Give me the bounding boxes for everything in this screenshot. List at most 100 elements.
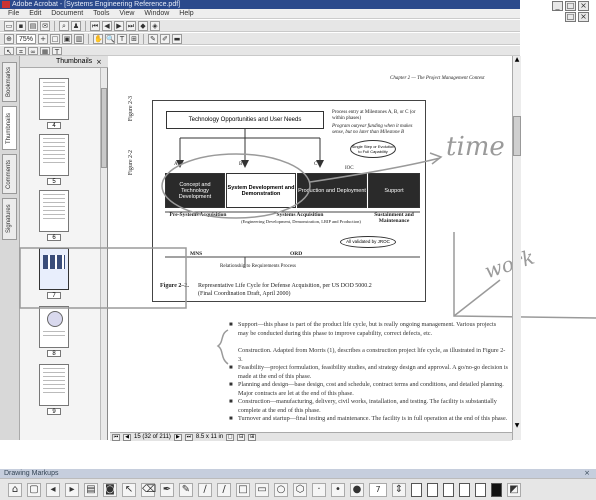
ellipse-icon[interactable]: ○	[274, 482, 288, 497]
select-icon[interactable]: ↖	[4, 46, 14, 55]
tab-comments[interactable]: Comments	[2, 154, 17, 194]
tab-bookmarks[interactable]: Bookmarks	[2, 62, 17, 102]
line-icon[interactable]: /	[217, 482, 231, 497]
square-icon[interactable]: ▭	[255, 482, 269, 497]
pen-icon[interactable]: ✒	[160, 482, 174, 497]
req-mns: MNS	[190, 251, 203, 257]
scroll-up-icon[interactable]: ▲	[514, 56, 520, 63]
menu-file[interactable]: File	[8, 10, 20, 17]
color-swatch-white-3[interactable]	[443, 482, 454, 497]
first-page-icon[interactable]: ⏮	[90, 20, 100, 31]
rectangle-icon[interactable]: □	[236, 482, 250, 497]
camera-icon[interactable]: ⌂	[8, 482, 22, 497]
width-stepper-icon[interactable]: ⇕	[392, 482, 406, 497]
text-touchup-icon[interactable]: T	[52, 46, 62, 55]
email-icon[interactable]: ✉	[40, 20, 50, 31]
search-icon[interactable]: ⌕	[59, 20, 69, 31]
eraser-icon[interactable]: ⌫	[141, 482, 157, 497]
tab-signatures[interactable]: Signatures	[2, 198, 17, 240]
tab-thumbnails[interactable]: Thumbnails	[2, 106, 17, 150]
color-swatch-white-2[interactable]	[427, 482, 438, 497]
print-icon[interactable]: ▤	[84, 482, 98, 497]
thumbnails-scrollbar[interactable]	[100, 68, 107, 440]
first-page-icon[interactable]: ⏮	[112, 433, 120, 441]
fit-width-icon[interactable]: ▥	[74, 33, 85, 44]
previous-page-icon[interactable]: ◀	[123, 433, 131, 441]
menu-window[interactable]: Window	[144, 10, 170, 17]
restore-button[interactable]: □	[565, 1, 576, 11]
pencil-icon[interactable]: ✎	[179, 482, 193, 497]
crop-icon[interactable]: ⌗	[16, 46, 26, 55]
last-page-icon[interactable]: ⏭	[126, 20, 136, 31]
thumbnails-scroll-thumb[interactable]	[101, 88, 107, 168]
go-forward-icon[interactable]: ◈	[150, 20, 160, 31]
hand-tool-icon[interactable]: ✋	[93, 33, 104, 44]
continuous-page-icon[interactable]: ⊟	[237, 433, 246, 441]
page-thumbnail[interactable]	[39, 306, 69, 348]
previous-page-icon[interactable]: ◀	[102, 20, 112, 31]
ioc-label: IOC	[345, 166, 354, 171]
link-icon[interactable]: ∞	[28, 46, 38, 55]
shape-icon[interactable]: ⬡	[293, 482, 307, 497]
find-icon[interactable]: ♟	[71, 20, 81, 31]
go-back-icon[interactable]: ◆	[138, 20, 148, 31]
zoom-in-icon[interactable]: +	[38, 33, 49, 44]
close-button[interactable]: ×	[578, 1, 589, 11]
new-page-icon[interactable]: ▢	[27, 482, 41, 497]
pencil-tool-icon[interactable]: ✐	[160, 33, 171, 44]
save-icon[interactable]: ▪	[16, 20, 26, 31]
dot-medium-icon[interactable]: •	[331, 482, 345, 497]
highlight-tool-icon[interactable]: ▬	[172, 33, 183, 44]
next-page-icon[interactable]: ▶	[173, 433, 182, 441]
bullet-text: Support—this phase is part of the produc…	[238, 321, 497, 337]
minimize-button[interactable]: _	[552, 1, 563, 11]
forward-arrow-icon[interactable]: ▸	[65, 482, 79, 497]
zoom-level-field[interactable]: 75%	[16, 33, 37, 44]
doc-close-button[interactable]: ×	[578, 12, 589, 22]
menu-help[interactable]: Help	[179, 10, 194, 17]
single-page-icon[interactable]: □	[226, 433, 235, 441]
page-thumbnail[interactable]	[39, 134, 69, 176]
form-icon[interactable]: ▦	[40, 46, 50, 55]
dot-large-icon[interactable]: ●	[350, 482, 364, 497]
pointer-icon[interactable]: ↖	[122, 482, 136, 497]
graphics-select-icon[interactable]: ⊞	[129, 33, 140, 44]
zoom-icon[interactable]: ⊕	[4, 33, 14, 44]
menu-document[interactable]: Document	[51, 10, 84, 17]
menu-tools[interactable]: Tools	[93, 10, 110, 17]
color-swatch-white-5[interactable]	[475, 482, 486, 497]
line-width-field[interactable]: 7	[369, 482, 387, 497]
facing-pages-icon[interactable]: ⊞	[248, 433, 257, 441]
select-text-icon[interactable]: T	[117, 33, 128, 44]
color-swatch-white[interactable]	[411, 482, 422, 497]
brush-icon[interactable]: ∕	[198, 482, 212, 497]
zoom-tool-icon[interactable]: 🔍	[105, 33, 116, 44]
page-indicator[interactable]: 15 (32 of 211)	[134, 433, 171, 440]
menu-view[interactable]: View	[119, 10, 135, 17]
page-thumbnail[interactable]	[39, 78, 69, 120]
last-page-icon[interactable]: ⏭	[184, 433, 193, 441]
doc-restore-button[interactable]: □	[565, 12, 576, 22]
page-thumbnail[interactable]	[39, 190, 69, 232]
panel-close-icon[interactable]: ×	[96, 58, 102, 66]
fit-page-icon[interactable]: ▣	[62, 33, 73, 44]
actual-size-icon[interactable]: □	[50, 33, 61, 44]
document-scrollbar[interactable]: ▲ ▼	[512, 56, 521, 440]
open-icon[interactable]: ▭	[4, 20, 14, 31]
snapshot-icon[interactable]: ◙	[103, 482, 117, 497]
document-scroll-thumb[interactable]	[513, 116, 521, 156]
next-page-icon[interactable]: ▶	[114, 20, 124, 31]
page-thumbnail-current[interactable]	[39, 248, 69, 290]
page-thumbnail[interactable]	[39, 364, 69, 406]
color-swatch-black[interactable]	[491, 482, 502, 497]
back-arrow-icon[interactable]: ◂	[46, 482, 60, 497]
dot-small-icon[interactable]: ·	[312, 482, 326, 497]
color-swatch-white-4[interactable]	[459, 482, 470, 497]
drawing-toolbar-close-icon[interactable]: ×	[584, 469, 590, 477]
bullet-text: Feasibility—project formulation, feasibi…	[238, 364, 508, 380]
scroll-down-icon[interactable]: ▼	[514, 422, 520, 429]
note-tool-icon[interactable]: ✎	[148, 33, 159, 44]
print-icon[interactable]: ▤	[28, 20, 38, 31]
menu-edit[interactable]: Edit	[29, 10, 42, 17]
color-picker-icon[interactable]: ◩	[507, 482, 521, 497]
